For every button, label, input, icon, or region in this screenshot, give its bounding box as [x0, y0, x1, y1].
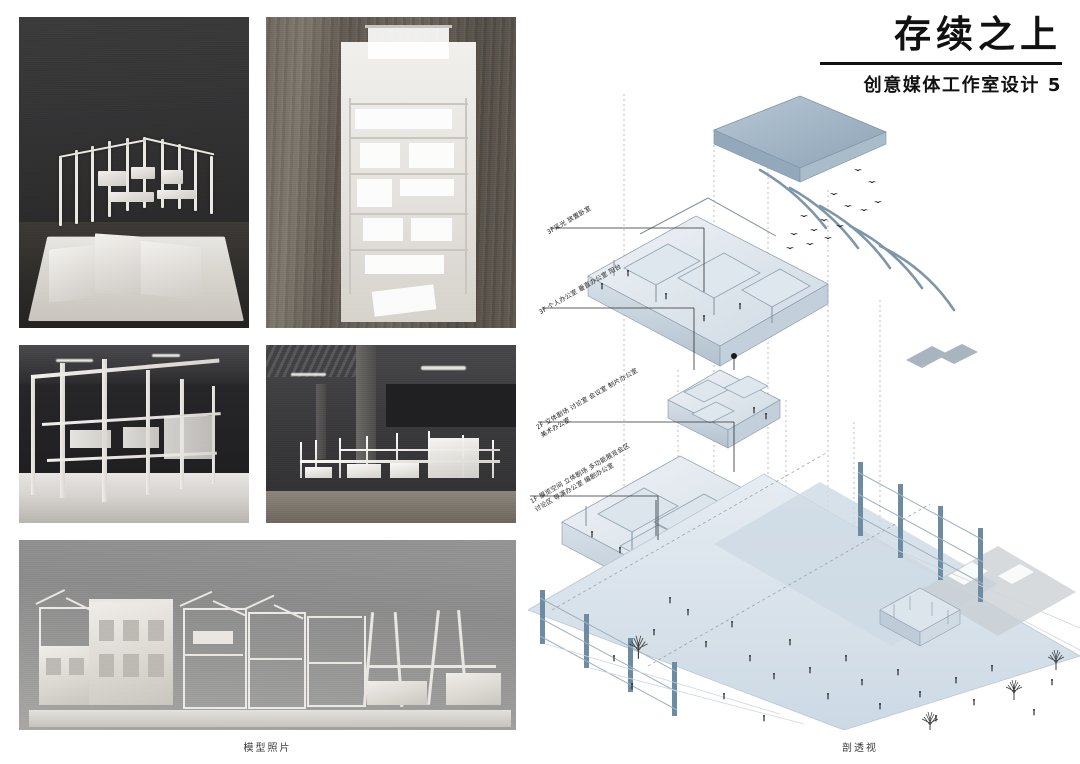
model-section-row [296, 427, 509, 491]
axo-layer-canopy-ribs [758, 168, 956, 312]
photo-model-long-section [19, 540, 516, 730]
page-subtitle: 创意媒体工作室设计 5 [863, 74, 1062, 96]
axo-layer-level2 [667, 353, 781, 449]
photo-panel-caption: 模型照片 [243, 743, 292, 754]
axo-leader-lines [530, 227, 735, 540]
photo-model-plan-top [266, 17, 516, 328]
photo-model-frame-closeup [19, 345, 249, 523]
axo-layer-rail-structure [539, 462, 1080, 725]
title-divider [820, 62, 1062, 65]
model-plan-board [341, 25, 476, 322]
photo-model-interior-gable [19, 17, 249, 328]
title-block: 存续之上 创意媒体工作室设计 5 [820, 14, 1062, 97]
axo-pavilion [879, 587, 961, 647]
axonometric-caption: 剖透视 [842, 743, 878, 754]
axo-layer-level3 [587, 197, 829, 367]
model-gable-frames [56, 132, 231, 247]
axo-layer-site [528, 451, 1080, 730]
page-title: 存续之上 [894, 13, 1062, 56]
photo-model-section-row [266, 345, 516, 523]
axo-layer-roof [712, 95, 888, 183]
axonometric-drawing: 3F采光 放置卧室 3F 个人办公室 垂直办公室 阳台 2F 立体剧场 讨论室 … [528, 70, 1080, 730]
